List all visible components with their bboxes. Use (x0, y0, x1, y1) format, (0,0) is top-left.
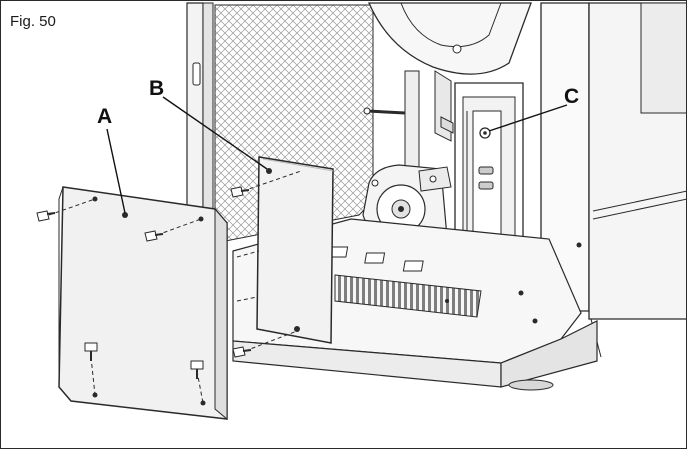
screws-and-guides (36, 170, 302, 404)
callout-label-b: B (149, 77, 165, 100)
panel-b (256, 156, 334, 344)
leader-b (162, 96, 268, 170)
fan-housing (368, 2, 532, 75)
panel-b-hole-top (266, 168, 272, 174)
callout-leaders (106, 96, 568, 214)
screw-icon (232, 346, 252, 358)
callout-label-c: C (564, 85, 580, 108)
screw-icon (230, 186, 250, 198)
screw-icon (84, 342, 98, 361)
screw-icon (36, 210, 56, 222)
left-side-panel (186, 2, 214, 232)
callout-label-a: A (97, 105, 113, 128)
leader-c (488, 104, 568, 132)
panel-b-hole-bottom (294, 326, 300, 332)
screw-icon (144, 230, 164, 242)
panel-a (58, 186, 228, 421)
screw-icon (190, 360, 204, 379)
control-board-bay (454, 82, 524, 270)
front-cabinet-panel (540, 2, 686, 358)
leader-a (106, 128, 126, 214)
figure-caption: Fig. 50 (10, 13, 56, 30)
